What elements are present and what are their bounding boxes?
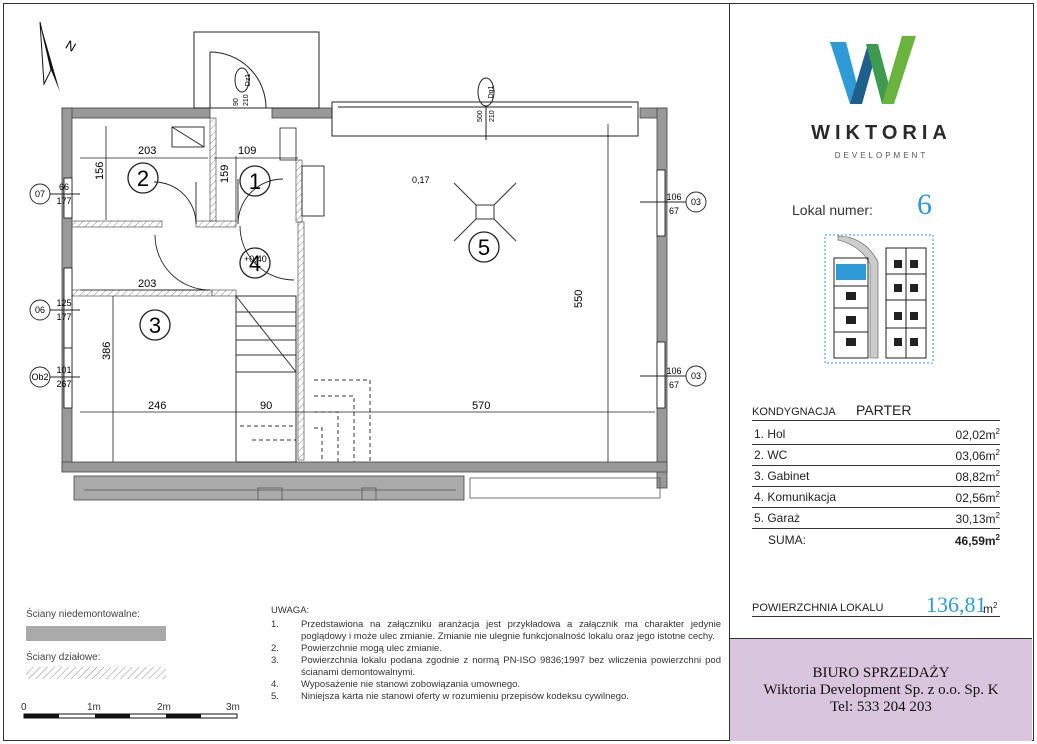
floor-plan: N Dz1 90 [23, 21, 707, 719]
panel-divider [729, 3, 730, 741]
total-area-row: POWIERZCHNIA LOKALU 136,81 m2 [752, 592, 1000, 617]
sales-office-company: Wiktoria Development Sp. z o.o. Sp. K [763, 682, 999, 698]
dim-109: 109 [238, 145, 256, 157]
note-item: 2.Powierzchnie mogą ulec zmianie. [271, 643, 442, 654]
room-no-1: 1 [249, 169, 261, 194]
dimension-lines [80, 124, 655, 462]
dim-203a: 203 [138, 145, 156, 157]
sheet-frame [3, 3, 1034, 741]
kondygnacja-row: KONDYGNACJA PARTER [752, 402, 1000, 421]
key-plan-highlight [836, 264, 866, 280]
room-markers [127, 162, 500, 341]
dim-159: 159 [219, 165, 231, 183]
win-03b-w: 106 [666, 366, 681, 376]
door-dz1-w: 90 [233, 98, 240, 106]
brand-name: WIKTORIA [811, 122, 952, 144]
kondygnacja-value: PARTER [856, 402, 912, 418]
win-06-w: 125 [56, 298, 71, 308]
sales-office-phone: Tel: 533 204 203 [830, 699, 932, 715]
total-area-unit: m2 [983, 601, 998, 616]
room-no-5: 5 [478, 235, 490, 260]
win-03a-id: 03 [691, 197, 701, 207]
total-area-label: POWIERZCHNIA LOKALU [752, 602, 884, 614]
sales-office-box: BIURO SPRZEDAŻY Wiktoria Development Sp.… [730, 638, 1032, 741]
scale-bar [23, 713, 238, 719]
win-ob2-id: Ob2 [31, 372, 48, 382]
dim-90: 90 [260, 400, 272, 412]
note-item: 1.Przedstawiona na załączniku aranżacja … [271, 619, 721, 642]
legend-partition: Ściany działowe: [26, 652, 101, 663]
win-03a-w: 106 [666, 192, 681, 202]
dimension-labels: 203 109 156 159 203 386 246 90 570 550 0… [94, 145, 585, 412]
win-03b-h: 67 [669, 380, 679, 390]
north-label: N [63, 37, 79, 55]
key-plan [824, 234, 934, 364]
level-017: 0,17 [412, 175, 430, 185]
legend-swatch-solid [26, 626, 166, 641]
win-03b-id: 03 [691, 371, 701, 381]
gate-dg1-w: 500 [477, 110, 484, 122]
info-panel: WIKTORIA DEVELOPMENT Lokal numer: 6 [730, 4, 1033, 741]
lokal-label: Lokal numer: [792, 202, 873, 218]
scale-1m: 1m [87, 702, 101, 713]
win-03a-h: 67 [669, 206, 679, 216]
gate-dg1 [331, 77, 639, 140]
brand-subtitle: DEVELOPMENT [834, 151, 929, 160]
note-item: 3.Powierzchnia lokalu podana zgodnie z n… [271, 655, 721, 678]
gate-dg1-h: 210 [489, 110, 496, 122]
note-item: 4.Wyposażenie nie stanowi zobowiązania u… [271, 679, 521, 690]
room-no-4: 4 [249, 251, 261, 276]
scale-3m: 3m [226, 702, 240, 713]
dim-570: 570 [472, 400, 490, 412]
adjacent-unit [84, 477, 661, 501]
room-no-3: 3 [149, 313, 161, 338]
door-dz1-h: 210 [243, 94, 250, 106]
dim-550: 550 [573, 290, 585, 308]
ceiling-lamp-icon [453, 182, 517, 242]
win-07-h: 177 [56, 196, 71, 206]
dim-156: 156 [94, 162, 106, 180]
gate-dg1-id: Dg1 [488, 85, 495, 98]
dim-386: 386 [101, 342, 113, 360]
windows [63, 169, 666, 409]
sum-row: SUMA:46,59m2 [768, 533, 1000, 548]
room-no-2: 2 [137, 166, 149, 191]
notes-title: UWAGA: [271, 605, 310, 616]
legend-non-removable: Ściany niedemontowalne: [26, 609, 140, 620]
dim-246: 246 [148, 400, 166, 412]
lokal-number: 6 [917, 188, 932, 221]
win-07-w: 66 [59, 182, 69, 192]
window-tags [29, 183, 707, 388]
win-06-id: 06 [35, 305, 45, 315]
win-07-id: 07 [35, 189, 45, 199]
legend-swatch-hatch [26, 667, 166, 679]
win-06-h: 177 [56, 312, 71, 322]
scale-2m: 2m [157, 702, 171, 713]
level-040: +0,40 [244, 254, 267, 264]
win-ob2-w: 101 [56, 365, 71, 375]
kondygnacja-label: KONDYGNACJA [752, 406, 836, 418]
door-dz1-id: Dz1 [245, 74, 252, 87]
dim-203b: 203 [138, 278, 156, 290]
sales-office-title: BIURO SPRZEDAŻY [812, 665, 950, 681]
wiktoria-logo-icon [830, 36, 916, 104]
note-item: 5.Niniejsza karta nie stanowi oferty w r… [271, 691, 629, 702]
door-dz1 [193, 31, 320, 109]
win-ob2-h: 267 [56, 379, 71, 389]
scale-0: 0 [21, 702, 27, 713]
notes: UWAGA: 1.Przedstawiona na załączniku ara… [271, 605, 721, 703]
north-arrow-icon: N [39, 21, 79, 92]
total-area-value: 136,81 [926, 592, 987, 617]
